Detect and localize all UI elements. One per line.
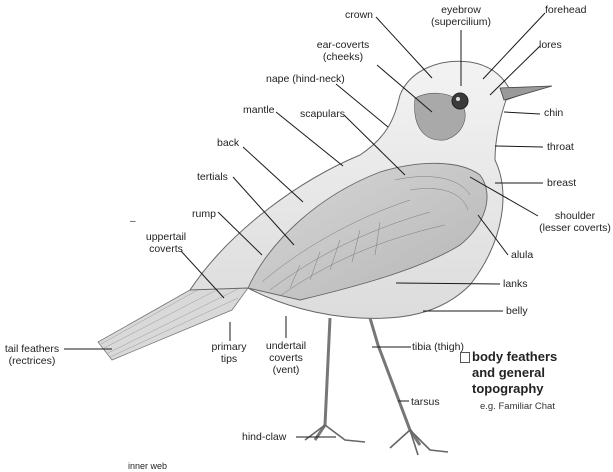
tarsus-label: tarsus bbox=[411, 396, 440, 408]
ear-coverts-label-line1: ear-coverts bbox=[309, 39, 377, 51]
inner-web-label: inner web bbox=[128, 460, 167, 472]
caption-title-line3: topography bbox=[472, 381, 557, 397]
lanks-label: lanks bbox=[503, 278, 528, 290]
shoulder-label: shoulder (lesser coverts) bbox=[536, 210, 613, 234]
primary-tips-label: primary tips bbox=[203, 341, 255, 365]
nape-label: nape (hind-neck) bbox=[266, 73, 345, 85]
shoulder-label-line1: shoulder bbox=[536, 210, 613, 222]
rump-label: rump bbox=[192, 208, 216, 220]
lesser-coverts-label: (lesser coverts) bbox=[536, 222, 613, 234]
belly-label: belly bbox=[506, 305, 528, 317]
crown-label: crown bbox=[345, 9, 373, 21]
back-label: back bbox=[217, 137, 239, 149]
alula-label: alula bbox=[511, 249, 533, 261]
caption-title: body feathers and general topography bbox=[472, 349, 557, 397]
uppertail-label-line1: uppertail bbox=[140, 231, 192, 243]
breast-label: breast bbox=[547, 177, 576, 189]
legs bbox=[315, 318, 420, 445]
undertail-coverts-label: undertail coverts (vent) bbox=[257, 340, 315, 376]
tibia-label: tibia (thigh) bbox=[412, 341, 464, 353]
eyebrow-label: eyebrow (supercilium) bbox=[425, 4, 497, 28]
ear-coverts-label: ear-coverts (cheeks) bbox=[309, 39, 377, 63]
uppertail-coverts-label: uppertail coverts bbox=[140, 231, 192, 255]
undertail-label-line2: coverts bbox=[257, 352, 315, 364]
hind-claw-label: hind-claw bbox=[242, 431, 286, 443]
undertail-label-line1: undertail bbox=[257, 340, 315, 352]
stray-dash: – bbox=[130, 216, 136, 227]
primary-label-line1: primary bbox=[203, 341, 255, 353]
vent-label: (vent) bbox=[257, 364, 315, 376]
tertials-label: tertials bbox=[197, 171, 228, 183]
beak-shape bbox=[500, 86, 552, 100]
lores-label: lores bbox=[539, 39, 562, 51]
tail-feathers-label-line1: tail feathers bbox=[0, 343, 64, 355]
uppertail-label-line2: coverts bbox=[140, 243, 192, 255]
eye-shape bbox=[452, 93, 468, 109]
supercilium-label: (supercilium) bbox=[425, 16, 497, 28]
throat-label: throat bbox=[547, 141, 574, 153]
feet bbox=[305, 425, 448, 455]
eyebrow-label-line1: eyebrow bbox=[425, 4, 497, 16]
tail-feathers-label: tail feathers (rectrices) bbox=[0, 343, 64, 367]
forehead-label: forehead bbox=[545, 4, 586, 16]
tips-label-line2: tips bbox=[203, 353, 255, 365]
caption-subtitle: e.g. Familiar Chat bbox=[480, 401, 555, 412]
scapulars-label: scapulars bbox=[300, 108, 345, 120]
caption-title-line1: body feathers bbox=[472, 349, 557, 365]
rectrices-label: (rectrices) bbox=[0, 355, 64, 367]
chin-label: chin bbox=[544, 107, 563, 119]
caption-box-glyph bbox=[460, 352, 470, 363]
caption-title-line2: and general bbox=[472, 365, 557, 381]
mantle-label: mantle bbox=[243, 104, 275, 116]
cheeks-label: (cheeks) bbox=[309, 51, 377, 63]
